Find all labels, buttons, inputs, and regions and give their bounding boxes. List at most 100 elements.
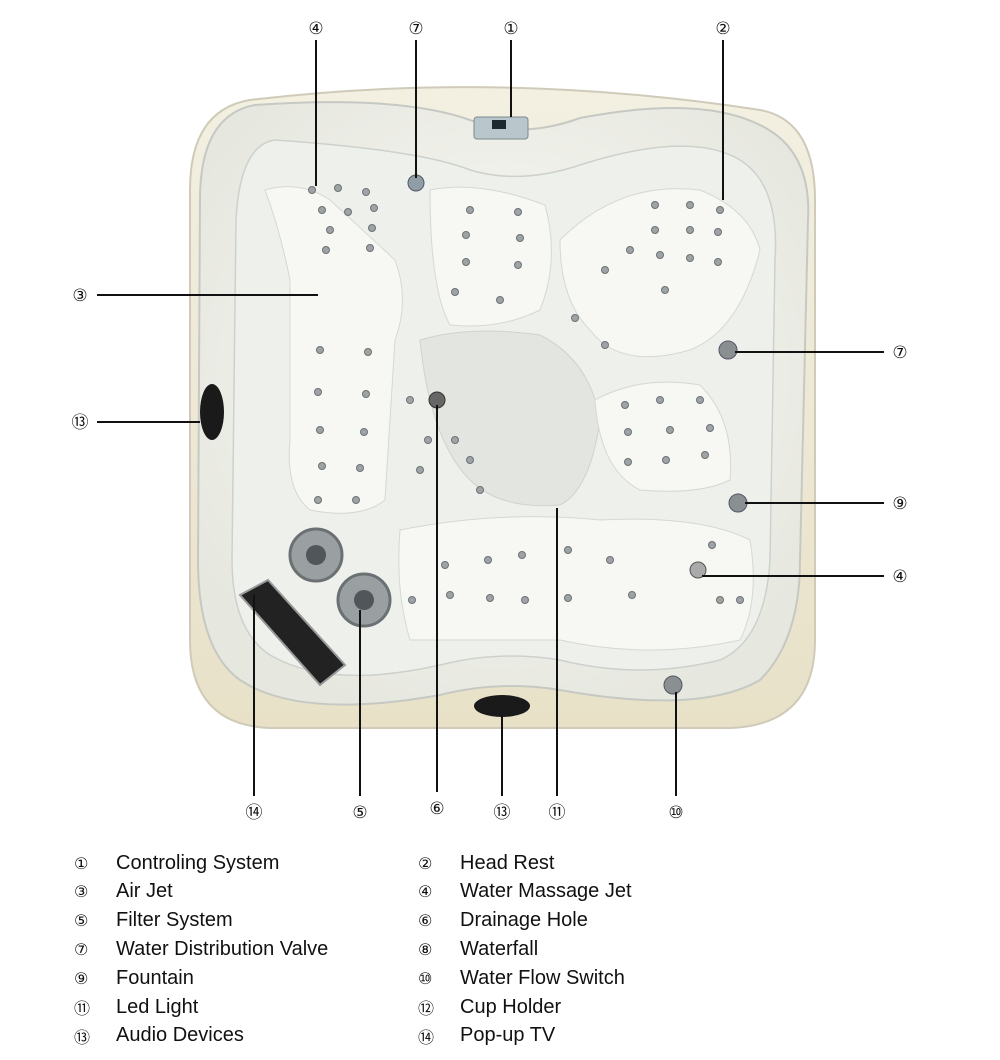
callout-number: ⑪: [549, 803, 566, 823]
jet: [314, 496, 322, 504]
jet: [601, 341, 609, 349]
jet: [484, 556, 492, 564]
legend-number: ①: [74, 853, 89, 873]
callout-controling-system: ①: [503, 19, 519, 117]
legend-label: Controling System: [116, 851, 280, 874]
jet: [441, 561, 449, 569]
legend-label: Filter System: [116, 909, 233, 932]
legend-number: ⑭: [418, 1027, 435, 1047]
speaker-left: [200, 384, 224, 440]
legend-number: ⑪: [74, 999, 91, 1018]
jet: [446, 591, 454, 599]
callout-number: ⑭: [246, 803, 263, 823]
legend-label: Head Rest: [460, 851, 555, 874]
legend-number: ⑦: [74, 939, 89, 959]
jet: [362, 188, 370, 196]
jet: [486, 594, 494, 602]
jet: [651, 201, 659, 209]
legend-number: ⑤: [74, 911, 89, 931]
legend-item: ⑪ Led Light: [74, 993, 198, 1021]
callout-number: ⑤: [352, 803, 367, 823]
callout-water-massage-jet: ④: [702, 567, 908, 587]
legend-number: ②: [418, 853, 433, 873]
jet: [564, 546, 572, 554]
jet: [322, 246, 330, 254]
legend-number: ⑩: [418, 968, 433, 988]
legend-label: Audio Devices: [116, 1024, 244, 1047]
legend-item: ⑤ Filter System: [74, 907, 233, 935]
callout-number: ⑦: [408, 19, 423, 39]
jet: [316, 426, 324, 434]
jet: [686, 201, 694, 209]
jet: [496, 296, 504, 304]
callout-water-flow-switch: ⑩: [668, 692, 684, 823]
jet: [514, 208, 522, 216]
legend-label: Led Light: [116, 995, 199, 1018]
jet: [666, 426, 674, 434]
legend-item: ⑭ Pop-up TV: [418, 1022, 555, 1050]
jet: [714, 258, 722, 266]
jet: [736, 596, 744, 604]
legend-label: Cup Holder: [460, 995, 562, 1018]
callout-led-light: ⑪: [549, 508, 566, 823]
jet: [701, 451, 709, 459]
jets: [308, 184, 744, 604]
jet: [716, 206, 724, 214]
jet: [424, 436, 432, 444]
speaker-bottom: [474, 695, 530, 717]
callout-number: ①: [503, 19, 518, 39]
jet: [651, 226, 659, 234]
callout-filter-system: ⑤: [352, 610, 368, 823]
callout-head-rest: ②: [715, 19, 731, 200]
legend-label: Pop-up TV: [460, 1024, 556, 1047]
callout-audio-devices: ⑬: [72, 413, 200, 433]
jet: [368, 224, 376, 232]
jet: [716, 596, 724, 604]
jet: [601, 266, 609, 274]
jet: [476, 486, 484, 494]
fountain: [728, 493, 748, 513]
legend-item: ② Head Rest: [418, 849, 555, 877]
callout-fountain: ⑨: [745, 494, 908, 514]
jet: [462, 231, 470, 239]
callout-number: ④: [308, 19, 323, 39]
jet: [714, 228, 722, 236]
jet: [462, 258, 470, 266]
callout-air-jet: ③: [72, 286, 318, 306]
jet: [514, 261, 522, 269]
jet: [628, 591, 636, 599]
pop-up-tv: [238, 578, 347, 687]
jet: [408, 596, 416, 604]
jet: [364, 348, 372, 356]
jet: [406, 396, 414, 404]
jet: [314, 388, 322, 396]
jet: [516, 234, 524, 242]
callout-water-distribution-valve: ⑦: [735, 343, 908, 363]
callout-number: ⑩: [668, 803, 683, 823]
callout-number: ③: [72, 286, 87, 306]
legend-label: Drainage Hole: [460, 909, 588, 932]
jet: [356, 464, 364, 472]
callout-number: ⑬: [72, 413, 89, 433]
legend-label: Fountain: [116, 966, 194, 989]
jet: [621, 401, 629, 409]
callout-drainage-hole: ⑥: [429, 405, 445, 819]
callout-number: ②: [715, 19, 730, 39]
jet: [656, 396, 664, 404]
hot-tub-shell: [189, 86, 816, 729]
jet: [626, 246, 634, 254]
callout-number: ⑨: [892, 494, 907, 514]
legend-label: Air Jet: [116, 880, 173, 903]
massage-jet-large: [689, 561, 707, 579]
jet: [624, 458, 632, 466]
legend-number: ⑫: [418, 999, 435, 1018]
jet: [466, 456, 474, 464]
jet: [521, 596, 529, 604]
